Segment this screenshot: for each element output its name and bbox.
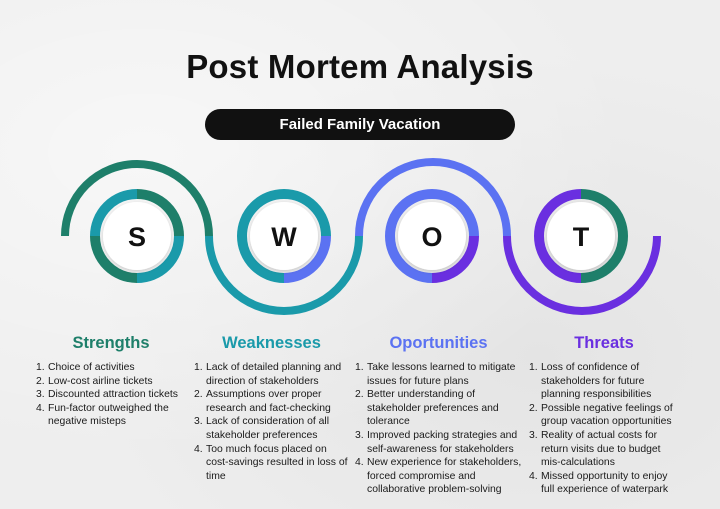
list-item: 4.Missed opportunity to enjoy full exper… xyxy=(529,470,669,496)
wave-arc-w xyxy=(205,235,363,315)
list-item: 3.Lack of consideration of all stakehold… xyxy=(194,416,330,441)
wave-arc-t xyxy=(503,235,661,315)
opportunities-heading: Oportunities xyxy=(389,334,488,352)
list-item: 4.Fun-factor outweighed the negative mis… xyxy=(36,402,169,428)
list-item: 2.Better understanding of stakeholder pr… xyxy=(355,389,499,428)
list-item: 3.Discounted attraction tickets xyxy=(36,389,178,401)
list-item: 3.Improved packing strategies and self-a… xyxy=(355,429,518,455)
wave-arc-s xyxy=(61,160,213,237)
letter-w: W xyxy=(271,222,297,252)
ring-w xyxy=(237,189,331,283)
letter-t: T xyxy=(573,222,590,252)
strengths-list: 1.Choice of activities 2.Low-cost airlin… xyxy=(36,361,186,429)
opportunities-column: Oportunities 1.Take lessons learned to m… xyxy=(355,334,522,497)
subtitle-pill: Failed Family Vacation xyxy=(205,109,515,140)
wave-arc-o xyxy=(355,158,511,237)
list-item: 1.Choice of activities xyxy=(36,362,135,373)
threats-list: 1.Loss of confidence of stakeholders for… xyxy=(529,361,679,497)
threats-column: Threats 1.Loss of confidence of stakehol… xyxy=(529,334,679,497)
list-item: 3.Reality of actual costs for return vis… xyxy=(529,429,661,469)
ring-o xyxy=(385,189,479,283)
list-item: 2.Possible negative feelings of group va… xyxy=(529,402,673,428)
weaknesses-column: Weaknesses 1.Lack of detailed planning a… xyxy=(194,334,349,483)
page-title: Post Mortem Analysis xyxy=(186,48,534,85)
list-item: 1.Lack of detailed planning and directio… xyxy=(194,362,342,387)
list-item: 2.Assumptions over proper research and f… xyxy=(194,389,331,414)
weaknesses-list: 1.Lack of detailed planning and directio… xyxy=(194,361,349,483)
list-item: 1.Take lessons learned to mitigate issue… xyxy=(355,362,516,387)
threats-heading: Threats xyxy=(574,334,634,352)
weaknesses-heading: Weaknesses xyxy=(222,334,321,352)
list-item: 4.New experience for stakeholders, force… xyxy=(355,457,522,496)
ring-t xyxy=(534,189,628,283)
ring-s xyxy=(90,189,184,283)
strengths-heading: Strengths xyxy=(72,334,150,352)
list-item: 1.Loss of confidence of stakeholders for… xyxy=(529,362,652,401)
strengths-column: Strengths 1.Choice of activities 2.Low-c… xyxy=(36,334,186,429)
letter-o: O xyxy=(421,222,442,252)
subtitle-text: Failed Family Vacation xyxy=(279,116,441,133)
letter-s: S xyxy=(128,222,146,252)
list-item: 2.Low-cost airline tickets xyxy=(36,375,153,387)
list-item: 4.Too much focus placed on cost-savings … xyxy=(194,443,348,482)
opportunities-list: 1.Take lessons learned to mitigate issue… xyxy=(355,361,522,497)
